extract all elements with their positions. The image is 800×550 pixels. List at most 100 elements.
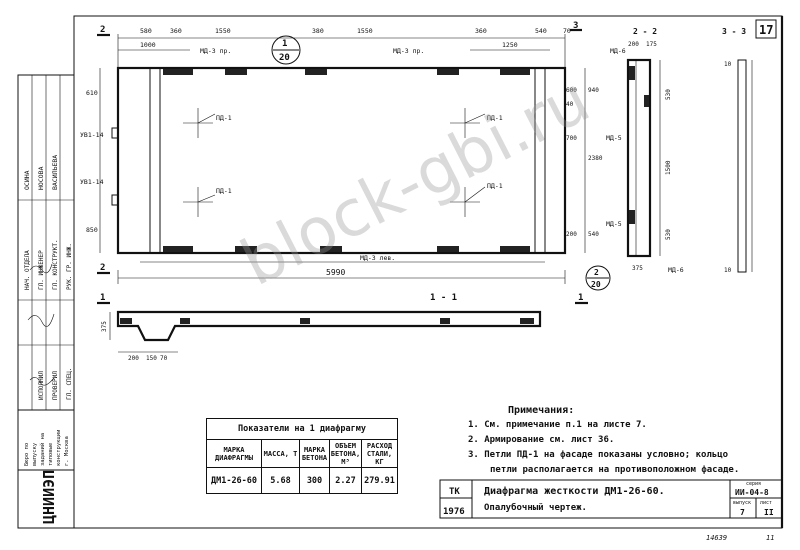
org-line-2: выпуску	[32, 442, 38, 466]
note-4: петли располагается на противоположном ф…	[490, 465, 740, 475]
sec11-dim-4: 70	[160, 355, 168, 362]
dim-overall-length: 5990	[326, 268, 345, 277]
sec11-dim-2: 200	[128, 355, 139, 362]
org-line-1: Бюро по	[24, 443, 30, 466]
cut3-top-label: 3	[573, 21, 578, 31]
dim-right-9: 540	[588, 231, 599, 238]
dim-right-4: 700	[566, 135, 577, 142]
sec11-dim-3: 150	[146, 355, 157, 362]
label-md3-top-right: МД-3 пр.	[393, 47, 424, 55]
dim-right-2: 940	[588, 87, 599, 94]
indicators-table: Показатели на 1 диафрагму МАРКА ДИАФРАГМ…	[206, 418, 398, 494]
section-11-label: 1 - 1	[430, 293, 457, 303]
label-md3-top-left: МД-3 пр.	[200, 47, 231, 55]
dim-top2-1: 1000	[140, 41, 156, 49]
dim-top-8: 70	[563, 27, 571, 35]
name-2: НОСОВА	[37, 166, 45, 190]
stamp-year: 1976	[443, 507, 465, 517]
dim-left-2: 850	[86, 226, 98, 234]
dim-right-3: 40	[566, 101, 574, 108]
label-md5-1: МД-5	[606, 134, 622, 142]
table-title: Показатели на 1 диафрагму	[207, 419, 397, 440]
name-3: ВАСИЛЬЕВА	[51, 155, 59, 190]
ref-circle-bottom-den: 20	[591, 280, 601, 289]
title-row-4: РУК. ГР. ИНЖ.	[66, 243, 73, 290]
label-ub1-1: УВ1-14	[80, 131, 104, 139]
label-pd1-4: ПД-1	[487, 182, 503, 190]
ref-circle-top-den: 20	[279, 53, 290, 63]
note-3: 3. Петли ПД-1 на фасаде показаны условно…	[468, 450, 729, 460]
stamp-title-2: Опалубочный чертеж.	[484, 502, 587, 513]
note-2: 2. Армирование см. лист 36.	[468, 435, 615, 445]
section-1-1: 1 - 1 1 1 375 200 150 70	[97, 293, 588, 362]
sec22-dim-3: 530	[665, 89, 672, 100]
cut2-top-label: 2	[100, 25, 105, 35]
dim-right-1: 600	[566, 87, 577, 94]
table-header-concrete-grade: МАРКА БЕТОНА	[301, 445, 328, 462]
dim-right-6: 2380	[588, 155, 603, 162]
section-3-3: 3 - 3 10 10	[722, 27, 753, 274]
stamp-series-value: ИИ-04-8	[735, 488, 769, 497]
page-number: 17	[759, 23, 773, 37]
plan-view: 580 360 1550 380 1550 360 540 70 1000 12…	[80, 21, 611, 291]
sec11-dim-1: 375	[101, 321, 108, 332]
label-pd1-3: ПД-1	[216, 187, 232, 195]
corner-number: 11	[766, 534, 774, 542]
table-cell-steel: 279.91	[364, 475, 395, 486]
dim-top-7: 540	[535, 27, 547, 35]
dim-right-8: 200	[566, 231, 577, 238]
embedded-plates	[163, 69, 530, 252]
ref-circle-top	[271, 35, 301, 65]
sec22-dim-6: 375	[632, 265, 643, 272]
dim-top2-2: 1250	[502, 41, 518, 49]
note-1: 1. См. примечание п.1 на листе 7.	[468, 420, 647, 430]
org-line-6: г. Москва	[64, 436, 70, 466]
label-md5-2: МД-5	[606, 220, 622, 228]
title-row-1: НАЧ. ОТДЕЛА	[24, 250, 31, 290]
name-1: ОСИНА	[23, 170, 31, 190]
sec22-dim-4: 1500	[665, 160, 672, 175]
label-md6-2: МД-6	[668, 266, 684, 274]
panel-inner	[159, 67, 536, 254]
table-cell-concrete-volume: 2.27	[335, 475, 356, 486]
dim-top-2: 360	[170, 27, 182, 35]
label-pd1-2: ПД-1	[487, 114, 503, 122]
stamp-title-1: Диафрагма жесткости ДМ1-26-60.	[484, 485, 665, 497]
ref-circle-bottom-num: 2	[594, 268, 599, 277]
title-row-6: ПРОВЕРИЛ	[52, 371, 59, 400]
sec33-dim-2: 10	[724, 267, 732, 274]
cut1-left-label: 1	[100, 293, 105, 303]
table-cell-concrete-grade: 300	[306, 475, 323, 486]
title-row-2: ГЛ. ИНЖЕНЕР	[38, 250, 45, 290]
ref-circle-top-num: 1	[282, 39, 287, 49]
dim-top-4: 380	[312, 27, 324, 35]
org-logo: ЦНИИЭП	[40, 470, 58, 524]
stamp-sheet-value: II	[764, 508, 774, 517]
title-row-5: ИСПОЛНИЛ	[38, 371, 45, 400]
table-header-steel: РАСХОД СТАЛИ, КГ	[366, 441, 393, 466]
table-header-concrete-volume: ОБЪЕМ БЕТОНА, М³	[330, 441, 361, 466]
label-ub1-2: УВ1-14	[80, 178, 104, 186]
label-md3-bottom: МД-3 лев.	[360, 254, 395, 262]
dim-left-1: 610	[86, 89, 98, 97]
section-33-label: 3 - 3	[722, 27, 746, 36]
title-row-7: ГЛ. СПЕЦ.	[66, 367, 73, 400]
notes-heading: Примечания:	[508, 405, 575, 416]
dim-top-6: 360	[475, 27, 487, 35]
signature-scribbles	[27, 263, 55, 386]
sec33-dim-1: 10	[724, 61, 732, 68]
table-cell-mass: 5.68	[270, 475, 291, 486]
table-header-mass: МАССА, Т	[263, 449, 298, 458]
title-stamp: ТК 1976 Диафрагма жесткости ДМ1-26-60. О…	[439, 479, 783, 519]
lifting-loops	[183, 108, 486, 217]
ref-circle-bottom	[585, 265, 611, 291]
title-row-3: ГЛ. КОНСТРУКТ.	[52, 239, 59, 290]
section-2-2: 2 - 2 200 175 530 1500 530 375 МД-5 МД-5…	[606, 27, 684, 274]
sec22-dim-1: 200	[628, 41, 639, 48]
sec22-dim-5: 530	[665, 229, 672, 240]
dim-top-1: 580	[140, 27, 152, 35]
dim-top-3: 1550	[215, 27, 231, 35]
dim-top-5: 1550	[357, 27, 373, 35]
table-cell-mark: ДМ1-26-60	[210, 475, 258, 486]
